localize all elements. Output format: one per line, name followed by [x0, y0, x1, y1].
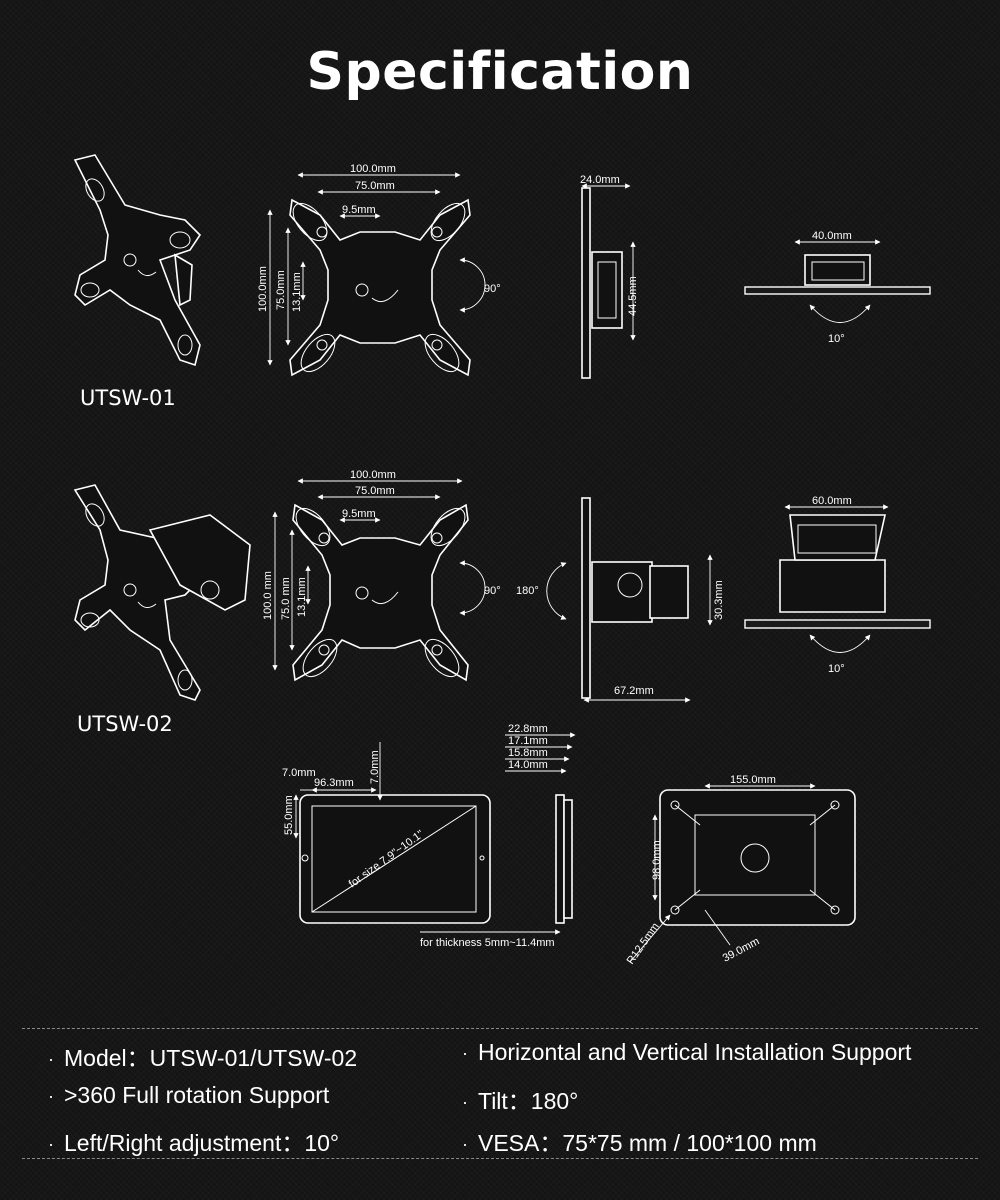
spec-text: Tilt：180° — [478, 1088, 579, 1114]
utsw01-isometric-view — [73, 154, 202, 367]
dim-60mm: 60.0mm — [812, 495, 852, 507]
dim-7mm-a: 7.0mm — [282, 767, 316, 779]
utsw02-top-view: 60.0mm 10° — [744, 495, 931, 675]
dim-h100-r1: 100.0mm — [257, 266, 269, 312]
dim-40mm: 40.0mm — [812, 230, 852, 242]
rotation-90-r2: 90° — [484, 585, 501, 597]
utsw01-front-view: 100.0mm 75.0mm 9.5mm 100.0mm 75.0mm 13.1… — [257, 163, 501, 377]
holder-front-view: 7.0mm 96.3mm 7.0mm 55.0mm for size 7.9"~… — [282, 742, 491, 924]
dim-100mm-r1: 100.0mm — [350, 163, 396, 175]
tilt-10-r2: 10° — [828, 663, 845, 675]
spec-text: Left/Right adjustment：10° — [64, 1130, 340, 1156]
dim-67mm: 67.2mm — [614, 685, 654, 697]
spec-rotation: · >360 Full rotation Support — [48, 1082, 329, 1109]
spec-text: >360 Full rotation Support — [64, 1082, 330, 1108]
dim-h13-r1: 13.1mm — [291, 272, 303, 312]
dim-98mm: 98.0mm — [651, 840, 663, 880]
dim-155mm: 155.0mm — [730, 774, 776, 786]
rotation-90-r1: 90° — [484, 283, 501, 295]
dim-55mm: 55.0mm — [283, 795, 295, 835]
technical-drawings: 100.0mm 75.0mm 9.5mm 100.0mm 75.0mm 13.1… — [73, 154, 931, 967]
dim-96mm: 96.3mm — [314, 777, 354, 789]
utsw01-top-view: 40.0mm 10° — [744, 230, 931, 345]
spec-divider-top — [22, 1028, 978, 1029]
spec-text: Model：UTSW-01/UTSW-02 — [64, 1045, 358, 1071]
bullet: · — [462, 1092, 468, 1113]
spec-tilt: · Tilt：180° — [462, 1082, 578, 1116]
dim-h75-r2: 75.0 mm — [280, 577, 292, 620]
swing-180: 180° — [516, 585, 539, 597]
utsw01-side-view: 24.0mm 44.5mm — [580, 174, 639, 379]
dim-h75-r1: 75.0mm — [275, 270, 287, 310]
utsw02-front-view: 100.0mm 75.0mm 9.5mm 100.0 mm 75.0 mm 13… — [262, 469, 501, 682]
dim-14mm: 14.0mm — [508, 759, 548, 771]
thickness-range: for thickness 5mm~11.4mm — [420, 937, 555, 949]
spec-adjustment: · Left/Right adjustment：10° — [48, 1124, 339, 1158]
bullet: · — [48, 1134, 54, 1155]
spec-text: VESA：75*75 mm / 100*100 mm — [478, 1130, 817, 1156]
dim-r12mm: R12.5mm — [625, 921, 662, 967]
bullet: · — [48, 1086, 54, 1107]
holder-side-view: 22.8mm 17.1mm 15.8mm 14.0mm for thicknes… — [420, 723, 576, 949]
page-title: Specification — [306, 42, 694, 102]
dim-9mm-r2: 9.5mm — [342, 508, 376, 520]
dim-30mm: 30.3mm — [713, 580, 725, 620]
dim-100mm-r2: 100.0mm — [350, 469, 396, 481]
dim-39mm: 39.0mm — [721, 935, 762, 964]
dim-7mm-c: 7.0mm — [369, 750, 381, 784]
tilt-10-r1: 10° — [828, 333, 845, 345]
dim-9mm-r1: 9.5mm — [342, 204, 376, 216]
utsw02-side-view: 180° 30.3mm 67.2mm — [516, 497, 725, 703]
dim-75mm-r1: 75.0mm — [355, 180, 395, 192]
dim-24mm: 24.0mm — [580, 174, 620, 186]
spec-text: Horizontal and Vertical Installation Sup… — [478, 1039, 912, 1065]
dim-75mm-r2: 75.0mm — [355, 485, 395, 497]
dim-44mm: 44.5mm — [627, 276, 639, 316]
bullet: · — [462, 1043, 468, 1064]
holder-back-view: 155.0mm 98.0mm R12.5mm 39.0mm — [625, 774, 856, 967]
dim-17mm: 17.1mm — [508, 735, 548, 747]
spec-divider-bottom — [22, 1158, 978, 1159]
dim-15mm: 15.8mm — [508, 747, 548, 759]
bullet: · — [48, 1049, 54, 1070]
dim-h100-r2: 100.0 mm — [262, 571, 274, 620]
dim-h13-r2: 13.1mm — [296, 577, 308, 617]
spec-installation: · Horizontal and Vertical Installation Su… — [462, 1039, 911, 1066]
model-label-utsw02: UTSW-02 — [77, 712, 173, 736]
spec-model: · Model：UTSW-01/UTSW-02 — [48, 1039, 357, 1073]
utsw02-isometric-view — [73, 484, 251, 701]
model-label-utsw01: UTSW-01 — [80, 386, 176, 410]
dim-22mm: 22.8mm — [508, 723, 548, 735]
bullet: · — [462, 1134, 468, 1155]
spec-vesa: · VESA：75*75 mm / 100*100 mm — [462, 1124, 817, 1158]
